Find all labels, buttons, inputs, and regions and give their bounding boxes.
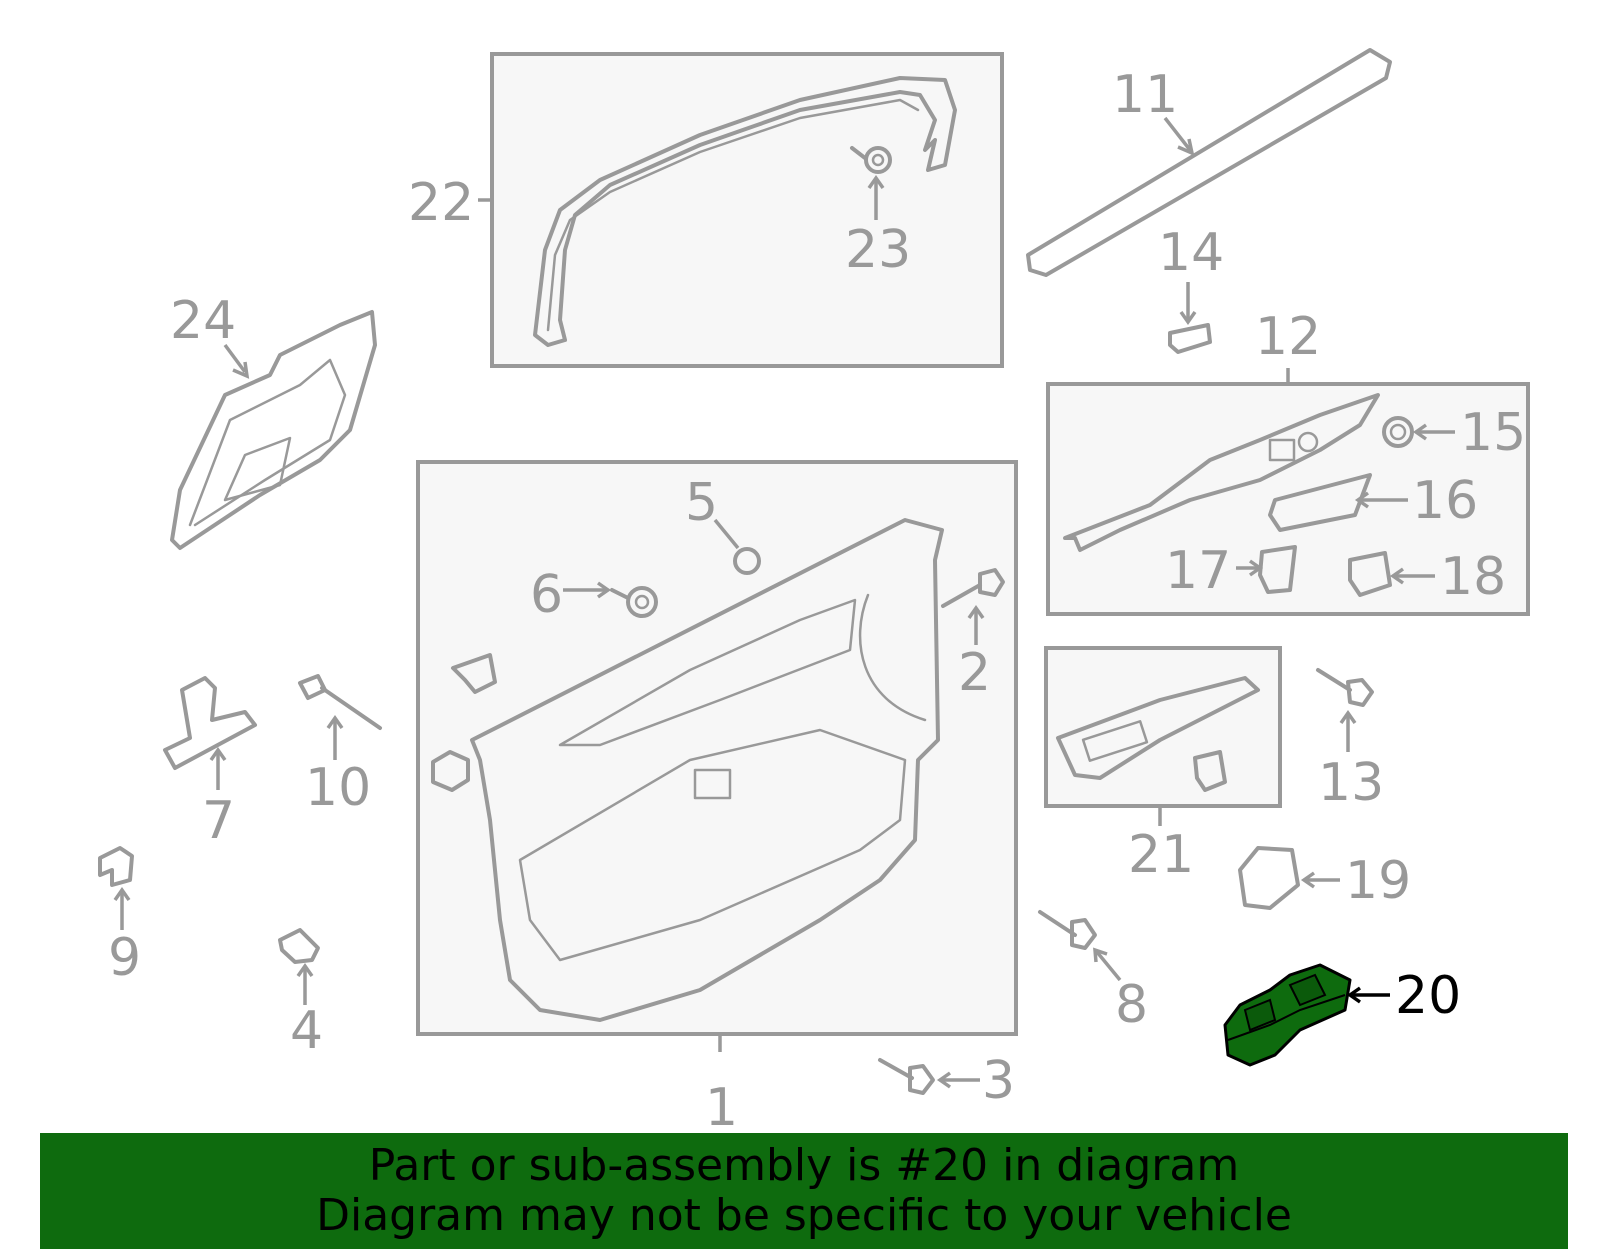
part-21-cover: [1193, 750, 1227, 792]
part-1-handle: [693, 768, 732, 800]
callout-8: 8: [1115, 975, 1148, 1035]
callout-4: 4: [290, 1001, 323, 1061]
part-3-screw: [878, 1058, 935, 1095]
part-1-upper-trim: [558, 598, 857, 747]
callout-3: 3: [982, 1051, 1015, 1111]
part-14-clip: [1168, 323, 1212, 354]
part-2-screw: [941, 568, 1005, 608]
callout-10: 10: [305, 758, 371, 818]
part-1-speaker-line: [858, 593, 927, 722]
leader-24: [223, 343, 247, 374]
part-12-armrest-bezel: [1063, 393, 1380, 552]
part-20-window-switch[interactable]: [1223, 963, 1352, 1067]
part-5-plug: [733, 547, 761, 575]
callout-17: 17: [1165, 541, 1231, 601]
callout-6: 6: [530, 565, 563, 625]
part-9-clip: [98, 846, 134, 887]
part-clip-bracket: [451, 653, 497, 694]
callout-9: 9: [108, 928, 141, 988]
part-10-pin: [298, 674, 382, 730]
banner-line-1: Part or sub-assembly is #20 in diagram: [368, 1140, 1240, 1191]
part-13-screw: [1316, 668, 1374, 707]
part-15-knob: [1382, 416, 1414, 448]
part-21-switch-bezel: [1056, 676, 1260, 780]
part-22-inner: [546, 98, 920, 332]
callout-19: 19: [1345, 851, 1411, 911]
part-12-switch-hole: [1268, 438, 1296, 462]
callout-16: 16: [1412, 471, 1478, 531]
part-8-screw: [1038, 910, 1097, 950]
callout-2: 2: [958, 643, 991, 703]
callout-24: 24: [170, 291, 236, 351]
part-22-window-frame: [533, 76, 957, 347]
part-7-bracket: [163, 676, 257, 770]
callout-11: 11: [1112, 65, 1178, 125]
info-banner: Part or sub-assembly is #20 in diagram D…: [40, 1133, 1568, 1249]
part-16-trim: [1268, 473, 1372, 532]
callout-18: 18: [1440, 547, 1506, 607]
box-group-12: [1046, 382, 1530, 616]
part-1-door-trim-panel: [470, 518, 944, 1022]
part-4-clip: [278, 928, 320, 964]
callout-1: 1: [705, 1078, 738, 1138]
callout-7: 7: [202, 791, 235, 851]
banner-line-2: Diagram may not be specific to your vehi…: [316, 1190, 1292, 1241]
part-nut: [431, 750, 470, 792]
callout-21: 21: [1128, 825, 1194, 885]
callout-15: 15: [1460, 403, 1526, 463]
part-24-pocket: [223, 436, 292, 502]
callout-22: 22: [408, 173, 474, 233]
box-group-1: [416, 460, 1018, 1036]
part-1-armrest: [518, 728, 907, 962]
callout-13: 13: [1318, 753, 1384, 813]
part-12-knob-hole: [1297, 431, 1319, 453]
box-group-22: [490, 52, 1004, 368]
part-19-switch: [1238, 846, 1300, 910]
part-11-belt-molding: [1026, 48, 1392, 277]
part-18-cover: [1348, 551, 1392, 597]
leader-11: [1163, 116, 1192, 152]
part-23-clip: [850, 146, 892, 174]
leader-8: [1095, 950, 1122, 982]
part-6-fastener: [610, 586, 658, 618]
part-17-cover: [1258, 545, 1297, 594]
callout-23: 23: [845, 220, 911, 280]
callout-20[interactable]: 20: [1395, 966, 1461, 1026]
callout-12: 12: [1255, 307, 1321, 367]
part-24-water-shield: [170, 310, 377, 550]
part-21-bezel-hole: [1081, 720, 1149, 762]
callout-5: 5: [685, 473, 718, 533]
callout-14: 14: [1158, 223, 1224, 283]
box-group-21: [1044, 646, 1282, 808]
leader-5: [713, 518, 740, 550]
part-24-inner: [188, 358, 347, 527]
